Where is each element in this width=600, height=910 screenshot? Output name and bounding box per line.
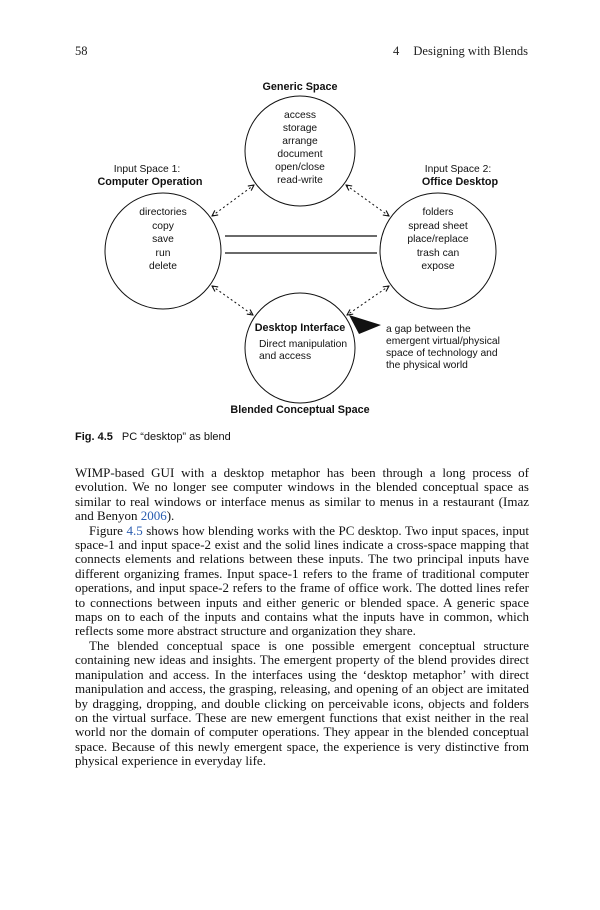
dotted-line-input1-generic	[212, 185, 254, 216]
paragraph-text: The blended conceptual space is one poss…	[75, 637, 529, 769]
paragraph-2: Figure 4.5 shows how blending works with…	[75, 522, 529, 639]
blended-space-line: Direct manipulation	[259, 339, 347, 350]
gap-note-line: the physical world	[386, 360, 468, 371]
input-space-2-title: Office Desktop	[422, 176, 499, 188]
input-space-2-circle	[379, 192, 497, 310]
generic-space-item: storage	[283, 123, 318, 134]
citation-link-2006[interactable]: 2006	[140, 508, 167, 524]
input-space-1-item: delete	[149, 261, 177, 272]
generic-space-item: arrange	[282, 136, 318, 147]
figure-caption: Fig. 4.5 PC “desktop” as blend	[75, 431, 530, 443]
dotted-line-input2-blended	[347, 286, 389, 315]
generic-space-title: Generic Space	[262, 81, 337, 93]
paragraph-text: ).	[166, 508, 175, 524]
gap-note-line: a gap between the	[386, 324, 471, 335]
input-space-1-item: save	[152, 234, 174, 245]
body-text: WIMP-based GUI with a desktop metaphor h…	[75, 465, 529, 769]
input-space-1-circle	[104, 192, 222, 310]
blend-diagram: Generic Space access storage arrange doc…	[98, 81, 500, 416]
page-number: 58	[75, 44, 88, 58]
generic-space-item: open/close	[275, 162, 325, 173]
paragraph-1: WIMP-based GUI with a desktop metaphor h…	[75, 465, 529, 524]
blended-space-label: Blended Conceptual Space	[230, 404, 369, 416]
paragraph-text: WIMP-based GUI with a desktop metaphor h…	[75, 465, 529, 524]
figure-reference-link[interactable]: 4.5	[126, 522, 143, 538]
input-space-1-item: copy	[152, 221, 175, 232]
gap-note-line: space of technology and	[386, 348, 498, 359]
chapter-title: Designing with Blends	[413, 44, 528, 58]
generic-space-item: document	[277, 149, 322, 160]
input-space-2-label: Input Space 2:	[425, 164, 491, 175]
input-space-1-title: Computer Operation	[98, 176, 203, 188]
dotted-line-input1-blended	[212, 286, 253, 315]
input-space-2-item: spread sheet	[408, 221, 468, 232]
blended-space-circle	[244, 292, 356, 404]
chapter-number: 4	[393, 44, 400, 58]
gap-pointer-triangle	[349, 315, 381, 334]
running-title: 4 Designing with Blends	[393, 44, 528, 59]
input-space-2-item: place/replace	[407, 234, 469, 245]
input-space-2-item: folders	[423, 207, 454, 218]
paragraph-3: The blended conceptual space is one poss…	[75, 637, 529, 769]
blended-space-line: and access	[259, 351, 311, 362]
paragraph-text: Figure	[89, 522, 127, 538]
input-space-2-item: expose	[421, 261, 454, 272]
figure-caption-label: Fig. 4.5	[75, 431, 113, 443]
blended-space-title: Desktop Interface	[255, 322, 346, 334]
paragraph-text: shows how blending works with the PC des…	[75, 522, 529, 639]
input-space-1-item: run	[156, 248, 171, 259]
generic-space-item: read-write	[277, 175, 323, 186]
gap-note-line: emergent virtual/physical	[386, 336, 500, 347]
dotted-line-input2-generic	[346, 185, 389, 216]
generic-space-item: access	[284, 110, 316, 121]
figure-caption-text: PC “desktop” as blend	[121, 431, 231, 443]
input-space-1-item: directories	[139, 207, 187, 218]
input-space-1-label: Input Space 1:	[114, 164, 180, 175]
input-space-2-item: trash can	[417, 248, 460, 259]
running-head: 58 4 Designing with Blends	[75, 44, 528, 59]
generic-space-circle	[244, 95, 356, 207]
